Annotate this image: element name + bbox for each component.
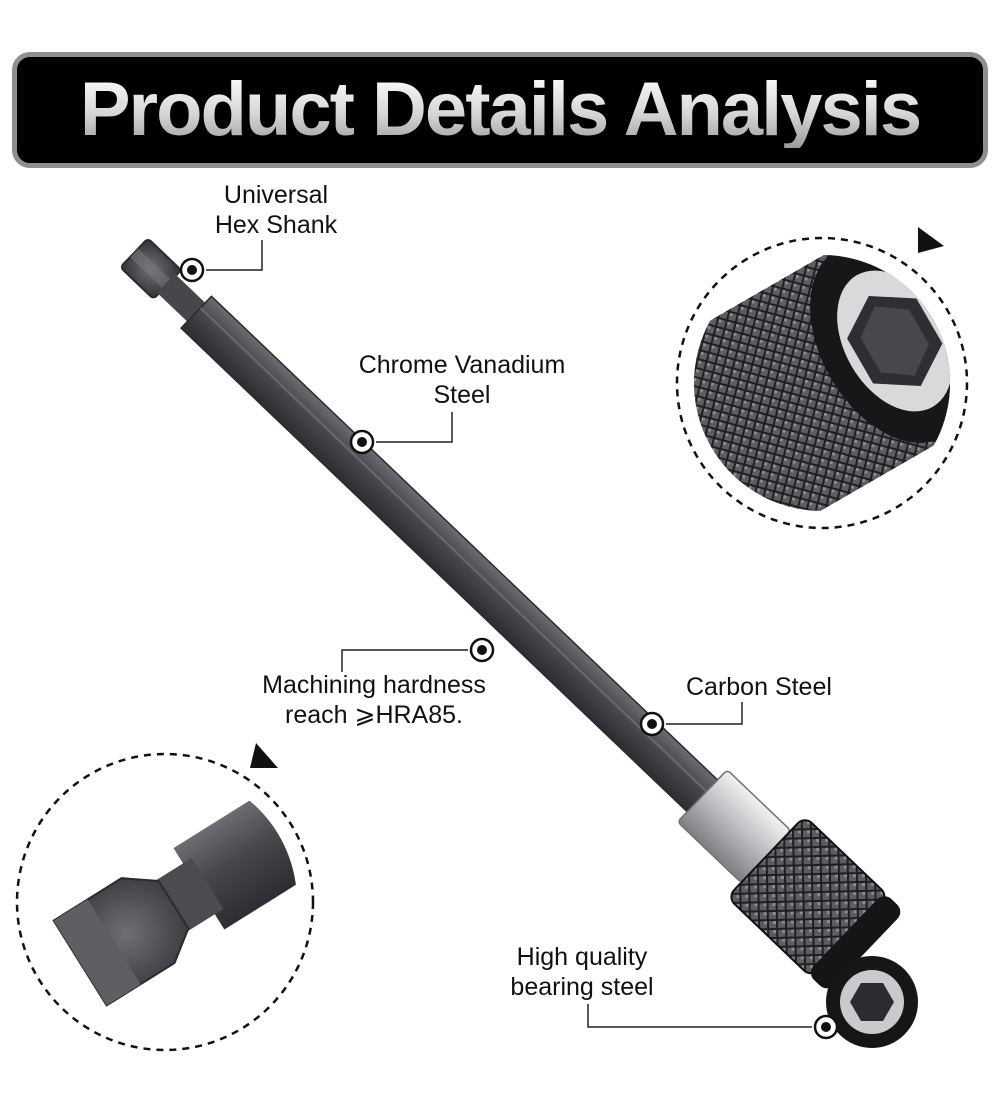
label-chrome-vanadium: Chrome Vanadium Steel (358, 351, 566, 409)
callout-hex-shank (179, 240, 263, 283)
callout-carbon-steel (639, 702, 743, 737)
extension-bar (120, 238, 901, 989)
socket-end (826, 956, 918, 1048)
rotation-arrow-icon (918, 227, 944, 253)
callout-machining-hardness (341, 637, 495, 672)
label-machining-hardness: Machining hardness reach ⩾HRA85. (262, 671, 486, 729)
title-banner: Product Details Analysis (12, 52, 988, 168)
label-hex-shank: Universal Hex Shank (214, 181, 338, 239)
label-bearing-steel: High quality bearing steel (510, 943, 654, 1001)
callout-bearing-steel (587, 1004, 839, 1040)
label-carbon-steel: Carbon Steel (686, 673, 832, 701)
zoom-ring-bottom (15, 752, 315, 1052)
rotation-arrow-icon (250, 743, 278, 768)
callout-chrome-vanadium (349, 412, 453, 455)
zoom-socket-detail (694, 255, 950, 511)
zoom-hex-detail (52, 770, 297, 1007)
page-title: Product Details Analysis (79, 67, 922, 152)
zoom-ring-top (675, 236, 969, 530)
